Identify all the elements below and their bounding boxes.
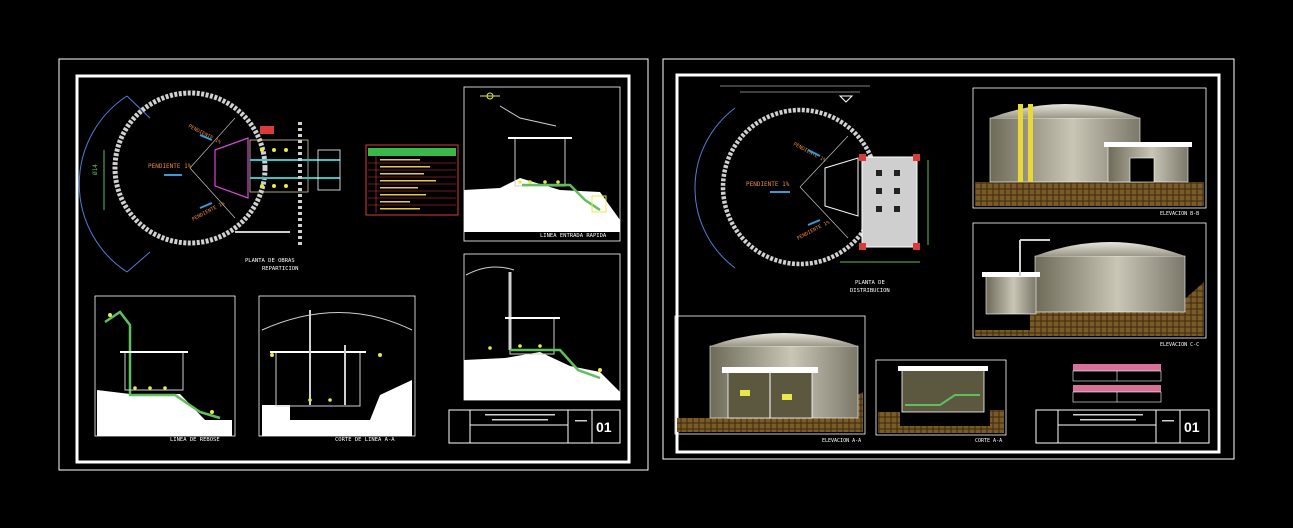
tank-wall-circle <box>112 90 268 246</box>
sheet-1-number: 01 <box>596 419 612 435</box>
plan-title: PLANTA DE OBRAS <box>245 258 295 264</box>
plan-diam-label: Ø14 <box>92 164 99 175</box>
sheet-2: PENDIENTE 1% PENDIENTE 1% PENDIENTE 1% P… <box>662 58 1235 460</box>
plan-arc-sector <box>78 95 128 273</box>
sheet-2-inner-border <box>675 73 1221 454</box>
elevation-b-b: ELEVACION B-B <box>972 87 1207 217</box>
view-title-elev-3: ELEVACION A-A <box>822 438 861 444</box>
pendiente-label-5: PENDIENTE 1% <box>746 181 790 188</box>
plan-title-2: PLANTA DE <box>855 280 885 286</box>
view-title-bottom-left: LINEA DE REBOSE <box>170 437 220 443</box>
detail-bottom-left: LINEA DE REBOSE <box>94 295 236 443</box>
sheet-1-inner-border <box>75 74 631 464</box>
tank-plan-view: Ø14 PENDIENTE 1% PENDIENTE 1% PENDIENTE … <box>78 90 341 273</box>
plan-subtitle-2: DISTRIBUCION <box>850 288 890 294</box>
pink-tables <box>1072 364 1162 403</box>
title-block-sheet-2: 01 <box>1035 409 1210 444</box>
view-title-elev-1: ELEVACION B-B <box>1160 211 1199 217</box>
sheet-2-number: 01 <box>1184 419 1200 435</box>
pendiente-label-1: PENDIENTE 1% <box>187 123 222 145</box>
title-block-sheet-1: 01 <box>448 409 621 444</box>
sheet-1-outer-border <box>58 58 649 471</box>
elevation-c-c: ELEVACION C-C <box>972 222 1207 348</box>
sheet-1: Ø14 PENDIENTE 1% PENDIENTE 1% PENDIENTE … <box>58 58 649 471</box>
view-title-top-right: LINEA ENTRADA RAPIDA <box>540 233 607 239</box>
valve-house-plan <box>861 156 918 248</box>
tank-plan-view-2: PENDIENTE 1% PENDIENTE 1% PENDIENTE 1% P… <box>694 85 929 294</box>
detail-bottom-mid: CORTE DE LINEA A-A <box>258 295 416 443</box>
detail-bottom-right: LINEA A DISTRIB <box>463 253 621 402</box>
view-title-elev-2: ELEVACION C-C <box>1160 342 1199 348</box>
pendiente-label-4: PENDIENTE 1% <box>792 141 827 163</box>
sheet-2-outer-border <box>662 58 1235 460</box>
view-title-bottom-mid: CORTE DE LINEA A-A <box>335 437 395 443</box>
view-title-corte: CORTE A-A <box>975 438 1002 444</box>
legend-table <box>365 144 459 216</box>
outlet-structure <box>214 137 249 199</box>
plan-subtitle: REPARTICION <box>262 266 298 272</box>
corte-a-a: CORTE A-A <box>875 359 1007 444</box>
elevation-a-a: ELEVACION A-A <box>674 315 866 444</box>
detail-top-right: LINEA ENTRADA RAPIDA <box>463 86 621 242</box>
view-title-bottom-right: LINEA A DISTRIB <box>560 396 610 402</box>
pendiente-label-2: PENDIENTE 1% <box>148 163 192 170</box>
